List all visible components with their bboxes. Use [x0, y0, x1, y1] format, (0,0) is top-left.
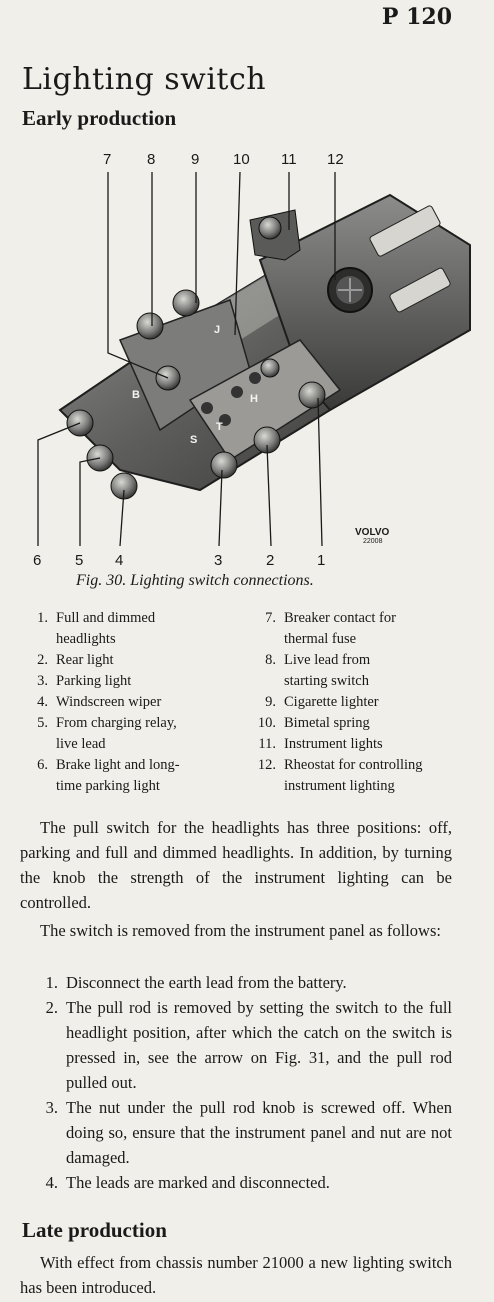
- paragraph-removal-intro: The switch is removed from the instrumen…: [40, 921, 441, 940]
- callout-11: 11: [281, 151, 297, 168]
- list-item: thermal fuse: [284, 631, 357, 647]
- list-item: 6.Brake light and long-: [37, 757, 180, 773]
- list-item: headlights: [56, 631, 116, 647]
- figure-lighting-switch: B S T H J 7 8 9 10 11 12: [0, 140, 494, 600]
- callouts-top: 7 8 9 10 11 12: [103, 151, 344, 168]
- plate-letter-h: H: [250, 393, 258, 405]
- callout-5: 5: [75, 552, 83, 569]
- list-item: 1.Disconnect the earth lead from the bat…: [45, 973, 347, 992]
- list-item: 7.Breaker contact for: [265, 610, 396, 626]
- callout-4: 4: [115, 552, 123, 569]
- paragraph-switch-positions: The pull switch for the headlights has t…: [20, 818, 452, 912]
- list-item: 2.Rear light: [37, 652, 114, 668]
- list-item: live lead: [56, 736, 106, 752]
- list-item: 12.Rheostat for controlling: [257, 757, 423, 773]
- list-item: 8.Live lead from: [265, 652, 371, 668]
- figure-caption: Fig. 30. Lighting switch connections.: [76, 572, 314, 589]
- legend-column-left: 1.Full and dimmed headlights 2.Rear ligh…: [18, 608, 248, 797]
- leader-lines: [37, 171, 336, 547]
- list-item: 3.The nut under the pull rod knob is scr…: [45, 1098, 452, 1167]
- removal-steps: 1.Disconnect the earth lead from the bat…: [20, 970, 452, 1195]
- stamp-number: 22008: [363, 538, 383, 545]
- list-item: 11.Instrument lights: [258, 736, 383, 752]
- list-item: 3.Parking light: [37, 673, 132, 689]
- list-item: 1.Full and dimmed: [37, 610, 156, 626]
- callout-3: 3: [214, 552, 222, 569]
- list-item: starting switch: [284, 673, 369, 689]
- callouts-bottom: 6 5 4 3 2 1: [33, 552, 325, 569]
- callout-7: 7: [103, 151, 111, 168]
- callout-12: 12: [327, 151, 344, 168]
- page-number: P 120: [381, 4, 452, 30]
- list-item: instrument lighting: [284, 778, 395, 794]
- paragraph-late-production: With effect from chassis number 21000 a …: [20, 1253, 452, 1297]
- list-item: 4.The leads are marked and disconnected.: [45, 1173, 330, 1192]
- switch-photo-illustration: B S T H J 7 8 9 10 11 12: [33, 151, 472, 569]
- list-item: time parking light: [56, 778, 160, 794]
- list-item: 9.Cigarette lighter: [265, 694, 379, 710]
- callout-9: 9: [191, 151, 199, 168]
- list-item: 4.Windscreen wiper: [37, 694, 162, 710]
- legend-column-right: 7.Breaker contact for thermal fuse 8.Liv…: [246, 608, 476, 797]
- list-item: 5.From charging relay,: [37, 715, 177, 731]
- callout-1: 1: [317, 552, 325, 569]
- volvo-stamp: VOLVO 22008: [355, 527, 389, 545]
- section-heading-late: Late production: [22, 1218, 167, 1242]
- callout-6: 6: [33, 552, 41, 569]
- list-item: 2.The pull rod is removed by setting the…: [45, 998, 452, 1092]
- page-title: Lighting switch: [22, 62, 267, 97]
- plate-letter-b: B: [132, 389, 140, 401]
- callout-10: 10: [233, 151, 250, 168]
- list-item: 10.Bimetal spring: [257, 715, 370, 731]
- stamp-brand: VOLVO: [355, 527, 389, 538]
- section-heading-early: Early production: [22, 106, 177, 130]
- plate-letter-t: T: [216, 421, 223, 433]
- callout-8: 8: [147, 151, 155, 168]
- plate-letters: B S T H J: [132, 324, 258, 446]
- callout-2: 2: [266, 552, 274, 569]
- plate-letter-s: S: [190, 434, 197, 446]
- plate-letter-j: J: [214, 324, 220, 336]
